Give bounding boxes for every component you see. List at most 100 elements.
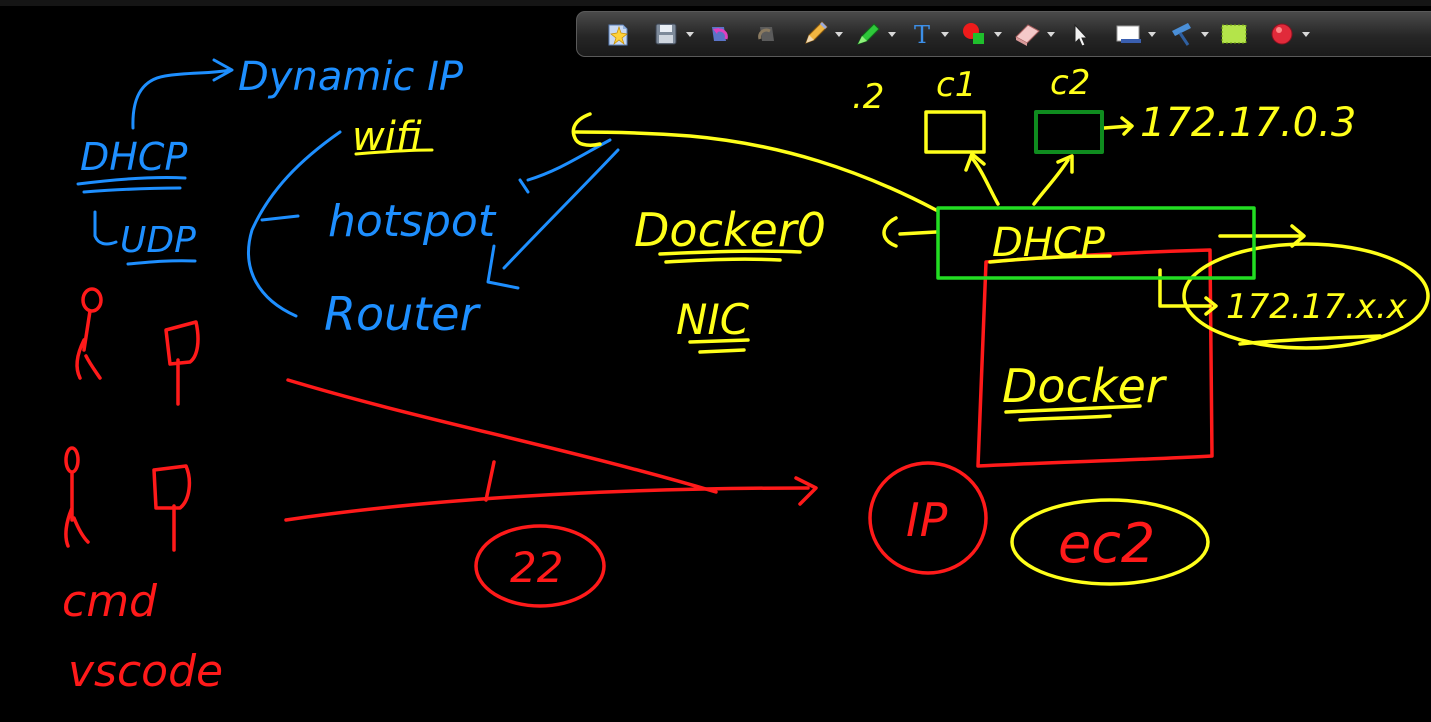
- screen-capture-button[interactable]: [1217, 17, 1251, 51]
- udp-label: UDP: [120, 220, 196, 261]
- ip-label: IP: [906, 493, 948, 547]
- red-annotations: [64, 248, 1214, 608]
- eraser-button[interactable]: [1010, 17, 1044, 51]
- router-label[interactable]: Router: [324, 287, 482, 341]
- bracket-tick: [260, 214, 300, 222]
- nic-underline-2: [698, 348, 746, 354]
- dhcp-underline-2: [82, 186, 182, 194]
- save-icon: [655, 23, 677, 45]
- shapes-button[interactable]: [957, 17, 991, 51]
- pointer-icon: [1074, 23, 1089, 47]
- redo-button[interactable]: [750, 17, 784, 51]
- hotspot-to-router-arrow: [502, 148, 620, 270]
- docker0-underline: [658, 249, 802, 256]
- clear-menu-caret[interactable]: [1201, 31, 1209, 37]
- dhcp-label: DHCP: [80, 135, 187, 179]
- wifi-bracket: [247, 130, 342, 318]
- save-button[interactable]: [649, 17, 683, 51]
- save-menu-caret[interactable]: [686, 31, 694, 37]
- c2-link: [1032, 158, 1070, 206]
- vscode-label: vscode: [68, 646, 223, 697]
- background-button[interactable]: [1111, 17, 1145, 51]
- person-icon: [81, 287, 103, 313]
- docker-to-hotspot-curve: [574, 130, 938, 212]
- container-c2-box: [1034, 110, 1104, 154]
- dhcp-box-label: DHCP: [992, 220, 1106, 266]
- udp-hook: [93, 210, 118, 246]
- dynamic-ip-label: Dynamic IP: [238, 54, 464, 100]
- record-menu-caret[interactable]: [1302, 31, 1310, 37]
- range-hook-head: [1204, 296, 1218, 316]
- highlighter-menu-caret[interactable]: [888, 31, 896, 37]
- router-arrow-head: [486, 244, 520, 290]
- c2-label: c2: [1050, 63, 1090, 103]
- docker-label: Docker: [1002, 359, 1168, 413]
- docker-underline-2: [1018, 414, 1112, 422]
- shapes-icon: [963, 23, 984, 44]
- range-hook: [1158, 268, 1212, 308]
- hotspot-label[interactable]: hotspot: [328, 196, 497, 247]
- yellow-annotations: [571, 110, 1430, 586]
- highlighter-button[interactable]: [851, 17, 885, 51]
- ssh-line-top: [286, 378, 718, 494]
- c1-label: c1: [936, 65, 976, 105]
- nic-label: NIC: [676, 295, 750, 344]
- svg-text:T: T: [914, 21, 930, 49]
- undo-icon: [712, 27, 728, 41]
- eraser-menu-caret[interactable]: [1047, 31, 1055, 37]
- laptop-icon-2: [152, 464, 192, 552]
- dhcp-underline: [76, 175, 187, 186]
- ip-c2-arrow: [1102, 124, 1132, 130]
- pencil-button[interactable]: [798, 17, 832, 51]
- new-page-icon: [608, 24, 628, 46]
- ip-c2-arrow-head: [1120, 116, 1134, 136]
- pencil-menu-caret[interactable]: [835, 31, 843, 37]
- background-icon: [1116, 25, 1141, 43]
- dynamic-ip-arrow-head: [212, 58, 234, 82]
- ec2-label: ec2: [1058, 512, 1155, 575]
- ip-range-label: 172.17.x.x: [1226, 287, 1408, 327]
- laptop-icon: [164, 320, 200, 406]
- udp-underline: [126, 259, 197, 266]
- nic-underline: [688, 338, 750, 344]
- c2-link-head: [1056, 154, 1074, 174]
- ip-c2-label: 172.17.0.3: [1140, 100, 1356, 146]
- wifi-underline: [354, 148, 434, 156]
- record-button[interactable]: [1265, 17, 1299, 51]
- background-menu-caret[interactable]: [1148, 31, 1156, 37]
- person-icon-2: [64, 446, 80, 474]
- new-page-button[interactable]: [601, 17, 635, 51]
- dhcp-to-dynamic-ip-arrow: [131, 68, 232, 130]
- text-menu-caret[interactable]: [941, 31, 949, 37]
- screen-capture-icon: [1221, 24, 1247, 44]
- annotation-toolbar: T: [576, 11, 1431, 57]
- ip-range-circle: [1182, 242, 1430, 350]
- ssh-arrow-head: [794, 476, 818, 506]
- shapes-menu-caret[interactable]: [994, 31, 1002, 37]
- docker0-label: Docker0: [634, 203, 826, 257]
- dhcp-left-arrow: [898, 230, 938, 236]
- highlighter-icon: [857, 23, 880, 45]
- person-body: [75, 309, 102, 380]
- container-c1-box: [924, 110, 986, 154]
- text-tool-icon: T: [914, 21, 930, 49]
- clear-screen-button[interactable]: [1164, 17, 1198, 51]
- c1-link: [970, 156, 1000, 206]
- person-body-2: [64, 472, 90, 548]
- text-tool-button[interactable]: T: [904, 17, 938, 51]
- c1-link-head: [964, 152, 986, 172]
- pencil-icon: [805, 21, 828, 44]
- ip-range-underline: [1238, 334, 1382, 346]
- dhcp-left-arrow-tip: [882, 216, 898, 248]
- undo-button[interactable]: [702, 17, 736, 51]
- docker-host-box: [976, 248, 1214, 468]
- dhcp-green-box: [936, 206, 1256, 280]
- window-top-strip: [0, 0, 1431, 6]
- port-label: 22: [510, 543, 563, 592]
- pointer-button[interactable]: [1063, 17, 1097, 51]
- dhcp-box-underline: [988, 254, 1112, 264]
- eraser-icon: [1015, 24, 1040, 46]
- hotspot-arrow-tip: [571, 112, 602, 147]
- ip-circle: [868, 461, 988, 575]
